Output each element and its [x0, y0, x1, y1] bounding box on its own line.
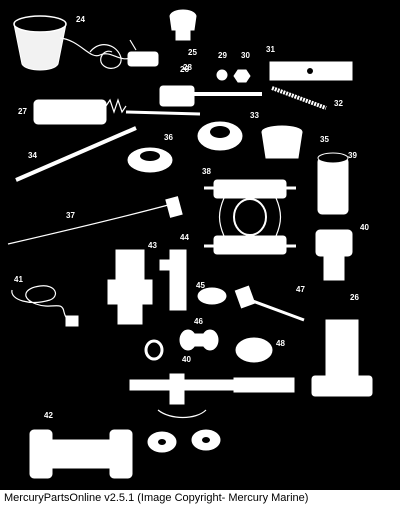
- part-25-knob: 25: [169, 9, 197, 57]
- callout-43: 43: [148, 241, 157, 250]
- callout-44: 44: [180, 233, 189, 242]
- part-44-bracket: 44: [159, 233, 189, 311]
- callout-37: 37: [66, 211, 75, 220]
- part-35-cup: 35: [261, 125, 329, 159]
- callout-38: 38: [202, 167, 211, 176]
- callout-41: 41: [14, 275, 23, 284]
- part-27-handle: 27: [18, 98, 201, 125]
- callout-46: 46: [194, 317, 203, 326]
- part-26-large-sleeve: 26: [311, 293, 373, 397]
- callout-26b: 26: [350, 293, 359, 302]
- part-48-disc: 48: [235, 337, 285, 363]
- part-42-hub: 42: [29, 411, 133, 479]
- part-46-spool: 46: [179, 317, 219, 351]
- callout-47: 47: [296, 285, 305, 294]
- part-37-pry-bar: 37: [7, 196, 183, 245]
- part-41-cable: 41: [11, 275, 79, 327]
- callout-26: 26: [180, 65, 189, 74]
- part-24-drum-with-cord: 24: [13, 15, 159, 71]
- callout-28: 28: [183, 63, 192, 72]
- callout-45: 45: [196, 281, 205, 290]
- part-39-sleeve: 39: [317, 151, 357, 215]
- parts-diagram: 24 25 26 27 28 29 30 31 32: [7, 9, 373, 479]
- callout-33: 33: [250, 111, 259, 120]
- part-28-washer: 28: [183, 63, 228, 81]
- callout-34: 34: [28, 151, 37, 160]
- part-38-separator: 38: [202, 167, 296, 255]
- part-43-cylinder: 43: [107, 241, 157, 325]
- callout-36: 36: [164, 133, 173, 142]
- callout-35: 35: [320, 135, 329, 144]
- callout-39: 39: [348, 151, 357, 160]
- part-30-nut: 30: [233, 51, 251, 83]
- callout-29: 29: [218, 51, 227, 60]
- part-45-nut: 45: [196, 281, 227, 305]
- callout-40: 40: [360, 223, 369, 232]
- slide-hammer: [129, 373, 295, 453]
- copyright-caption: MercuryPartsOnline v2.5.1 (Image Copyrig…: [0, 490, 400, 506]
- part-40-cup-stem: 40: [315, 223, 369, 281]
- part-36-bushing: 36: [127, 133, 173, 173]
- callout-31: 31: [266, 45, 275, 54]
- part-31-plate: 31: [266, 45, 353, 81]
- part-26-shaft-tool: 26: [159, 65, 262, 107]
- part-32-threaded-rod: 32: [271, 86, 343, 110]
- callout-48: 48: [276, 339, 285, 348]
- callout-40b: 40: [182, 355, 191, 364]
- callout-42: 42: [44, 411, 53, 420]
- part-40-ring: 40: [144, 339, 191, 364]
- part-33-ring: 33: [197, 111, 259, 151]
- callout-25: 25: [188, 48, 197, 57]
- part-34-long-rod: 34: [15, 126, 137, 182]
- part-47-screw: 47: [234, 285, 305, 322]
- callout-27: 27: [18, 107, 27, 116]
- callout-30: 30: [241, 51, 250, 60]
- callout-24: 24: [76, 15, 85, 24]
- callout-32: 32: [334, 99, 343, 108]
